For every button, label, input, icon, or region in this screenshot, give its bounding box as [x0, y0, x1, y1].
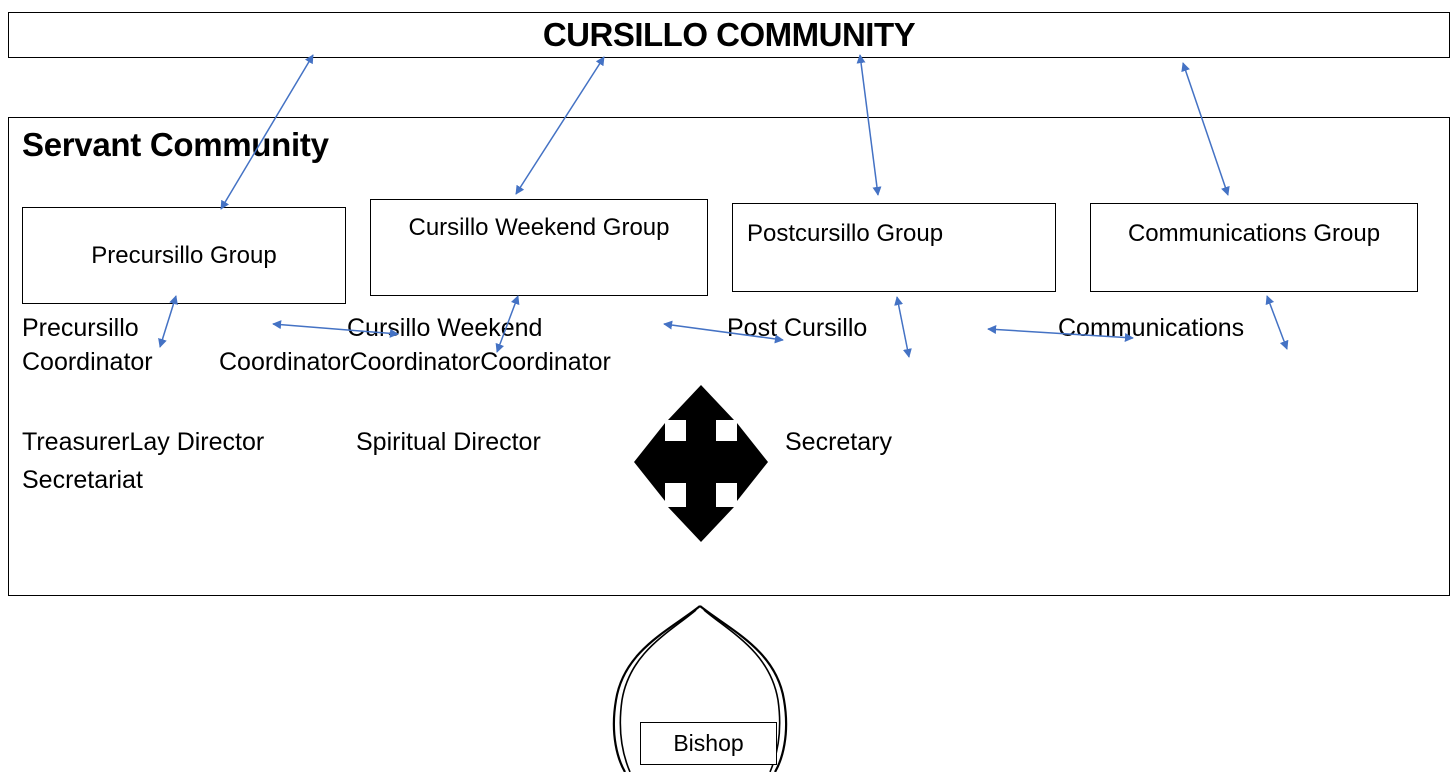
cursillo-community-box: CURSILLO COMMUNITY: [8, 12, 1450, 58]
treasurer-lay-director-label: TreasurerLay Director: [22, 428, 265, 456]
cursillo-community-title: CURSILLO COMMUNITY: [542, 16, 916, 53]
precursillo-group-box: Precursillo Group: [22, 207, 346, 304]
precursillo-coordinator-label: Precursillo: [22, 314, 139, 342]
spiritual-director-label: Spiritual Director: [356, 428, 541, 456]
cursillo-weekend-group-label: Cursillo Weekend Group: [408, 214, 670, 241]
servant-community-title: Servant Community: [22, 126, 329, 163]
postcursillo-group-label: Postcursillo Group: [747, 220, 944, 247]
coordinator-row-label: CoordinatorCoordinatorCoordinator: [219, 348, 611, 376]
secretariat-label: Secretariat: [22, 466, 143, 494]
cursillo-weekend-group-box: Cursillo Weekend Group: [370, 199, 708, 296]
postcursillo-group-box: Postcursillo Group: [732, 203, 1056, 292]
bishop-label: Bishop: [673, 730, 744, 756]
communications-coordinator-label: Communications: [1058, 314, 1245, 342]
communications-group-label: Communications Group: [1127, 220, 1381, 247]
precursillo-group-label: Precursillo Group: [91, 241, 277, 269]
coordinator-label: Coordinator: [22, 348, 153, 376]
bishop-box: Bishop: [640, 722, 777, 765]
communications-group-box: Communications Group: [1090, 203, 1418, 292]
post-cursillo-coordinator-label: Post Cursillo: [727, 314, 868, 342]
cursillo-weekend-coordinator-label: Cursillo Weekend: [347, 314, 543, 342]
secretary-label: Secretary: [785, 428, 892, 456]
